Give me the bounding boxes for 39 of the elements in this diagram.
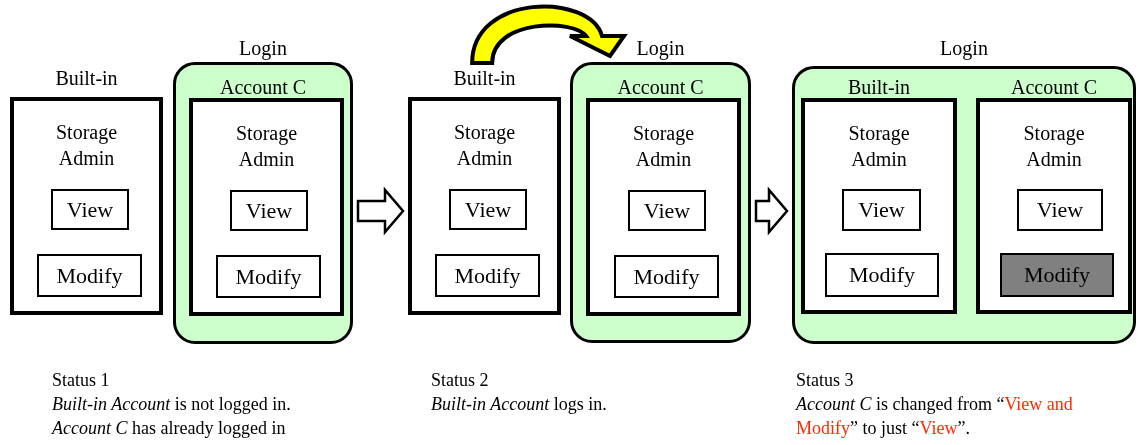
account-box xyxy=(189,98,344,316)
permission-box: View xyxy=(628,190,706,231)
status-text: Account C has already logged in xyxy=(52,417,287,440)
status-text: Built-in Account is not logged in. xyxy=(52,393,292,416)
permission-box: View xyxy=(230,190,308,231)
status-text: Status 2 xyxy=(431,369,490,392)
permission-box: View xyxy=(1017,189,1103,231)
heading-text: Built-in xyxy=(847,75,911,100)
heading-text: Built-in xyxy=(453,66,516,91)
heading-text: Login xyxy=(239,36,287,61)
heading-text: Login xyxy=(636,36,685,61)
role-text: Storage Admin xyxy=(452,120,517,171)
status-text: Built-in Account logs in. xyxy=(431,393,608,416)
role-text: Storage Admin xyxy=(234,121,299,172)
heading-text: Login xyxy=(940,36,988,61)
permission-box: View xyxy=(51,189,129,230)
role-text: Storage Admin xyxy=(631,121,696,172)
permission-box: Modify xyxy=(37,254,142,297)
permission-box: View xyxy=(449,189,527,230)
permission-box: Modify xyxy=(216,255,321,298)
permission-box: Modify xyxy=(825,253,939,297)
role-text: Storage Admin xyxy=(847,121,911,172)
curved-arrow xyxy=(470,4,626,65)
permission-box: View xyxy=(842,189,921,231)
permission-box: Modify xyxy=(435,254,540,297)
heading-text: Account C xyxy=(219,75,307,100)
heading-text: Account C xyxy=(617,75,704,100)
block-arrow xyxy=(356,186,405,236)
role-text: Storage Admin xyxy=(1022,121,1086,172)
block-arrow xyxy=(754,186,789,236)
status-text: Status 3 xyxy=(796,369,855,392)
status-text: Status 1 xyxy=(52,369,111,392)
account-box xyxy=(586,98,741,316)
heading-text: Built-in xyxy=(55,66,118,91)
permission-box: Modify xyxy=(614,255,719,298)
status-text: Account C is changed from “View and Modify” to just “View”. xyxy=(796,393,1074,440)
heading-text: Account C xyxy=(1010,75,1098,100)
permission-box: Modify xyxy=(1000,253,1114,297)
role-text: Storage Admin xyxy=(54,120,119,171)
